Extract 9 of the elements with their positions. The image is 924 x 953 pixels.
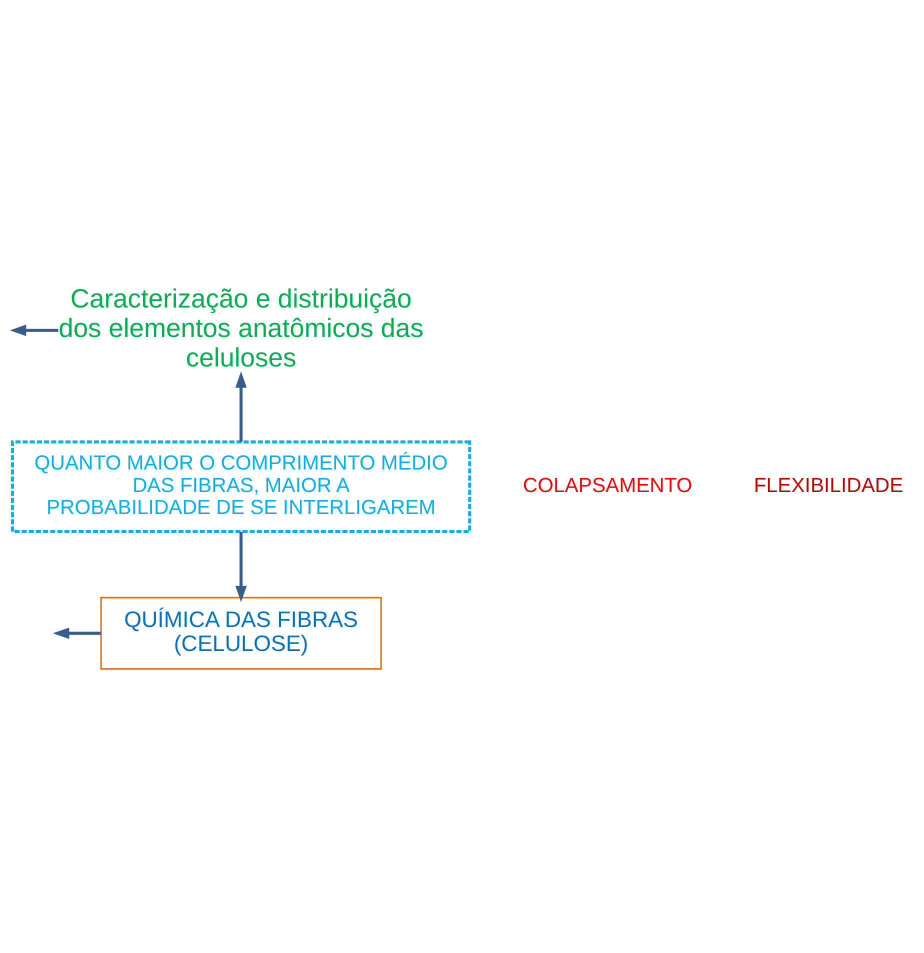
label: COLAPSAMENTO xyxy=(522,474,692,496)
arrow xyxy=(235,531,247,602)
arrow xyxy=(10,324,58,336)
arrow xyxy=(52,627,101,638)
node-box: QUANTO MAIOR O COMPRIMENTO MÉDIO DAS FIBRAS, MAIOR A PROBABILIDADE DE SE INTERLIGAREM xyxy=(10,440,472,532)
label: FLEXIBILIDADE xyxy=(754,474,904,496)
node-text: Caracterização e distribuição dos elementos anatômicos das celuloses xyxy=(58,282,424,372)
node-box: QUÍMICA DAS FIBRAS (CELULOSE) xyxy=(100,596,382,670)
arrow xyxy=(235,370,247,442)
